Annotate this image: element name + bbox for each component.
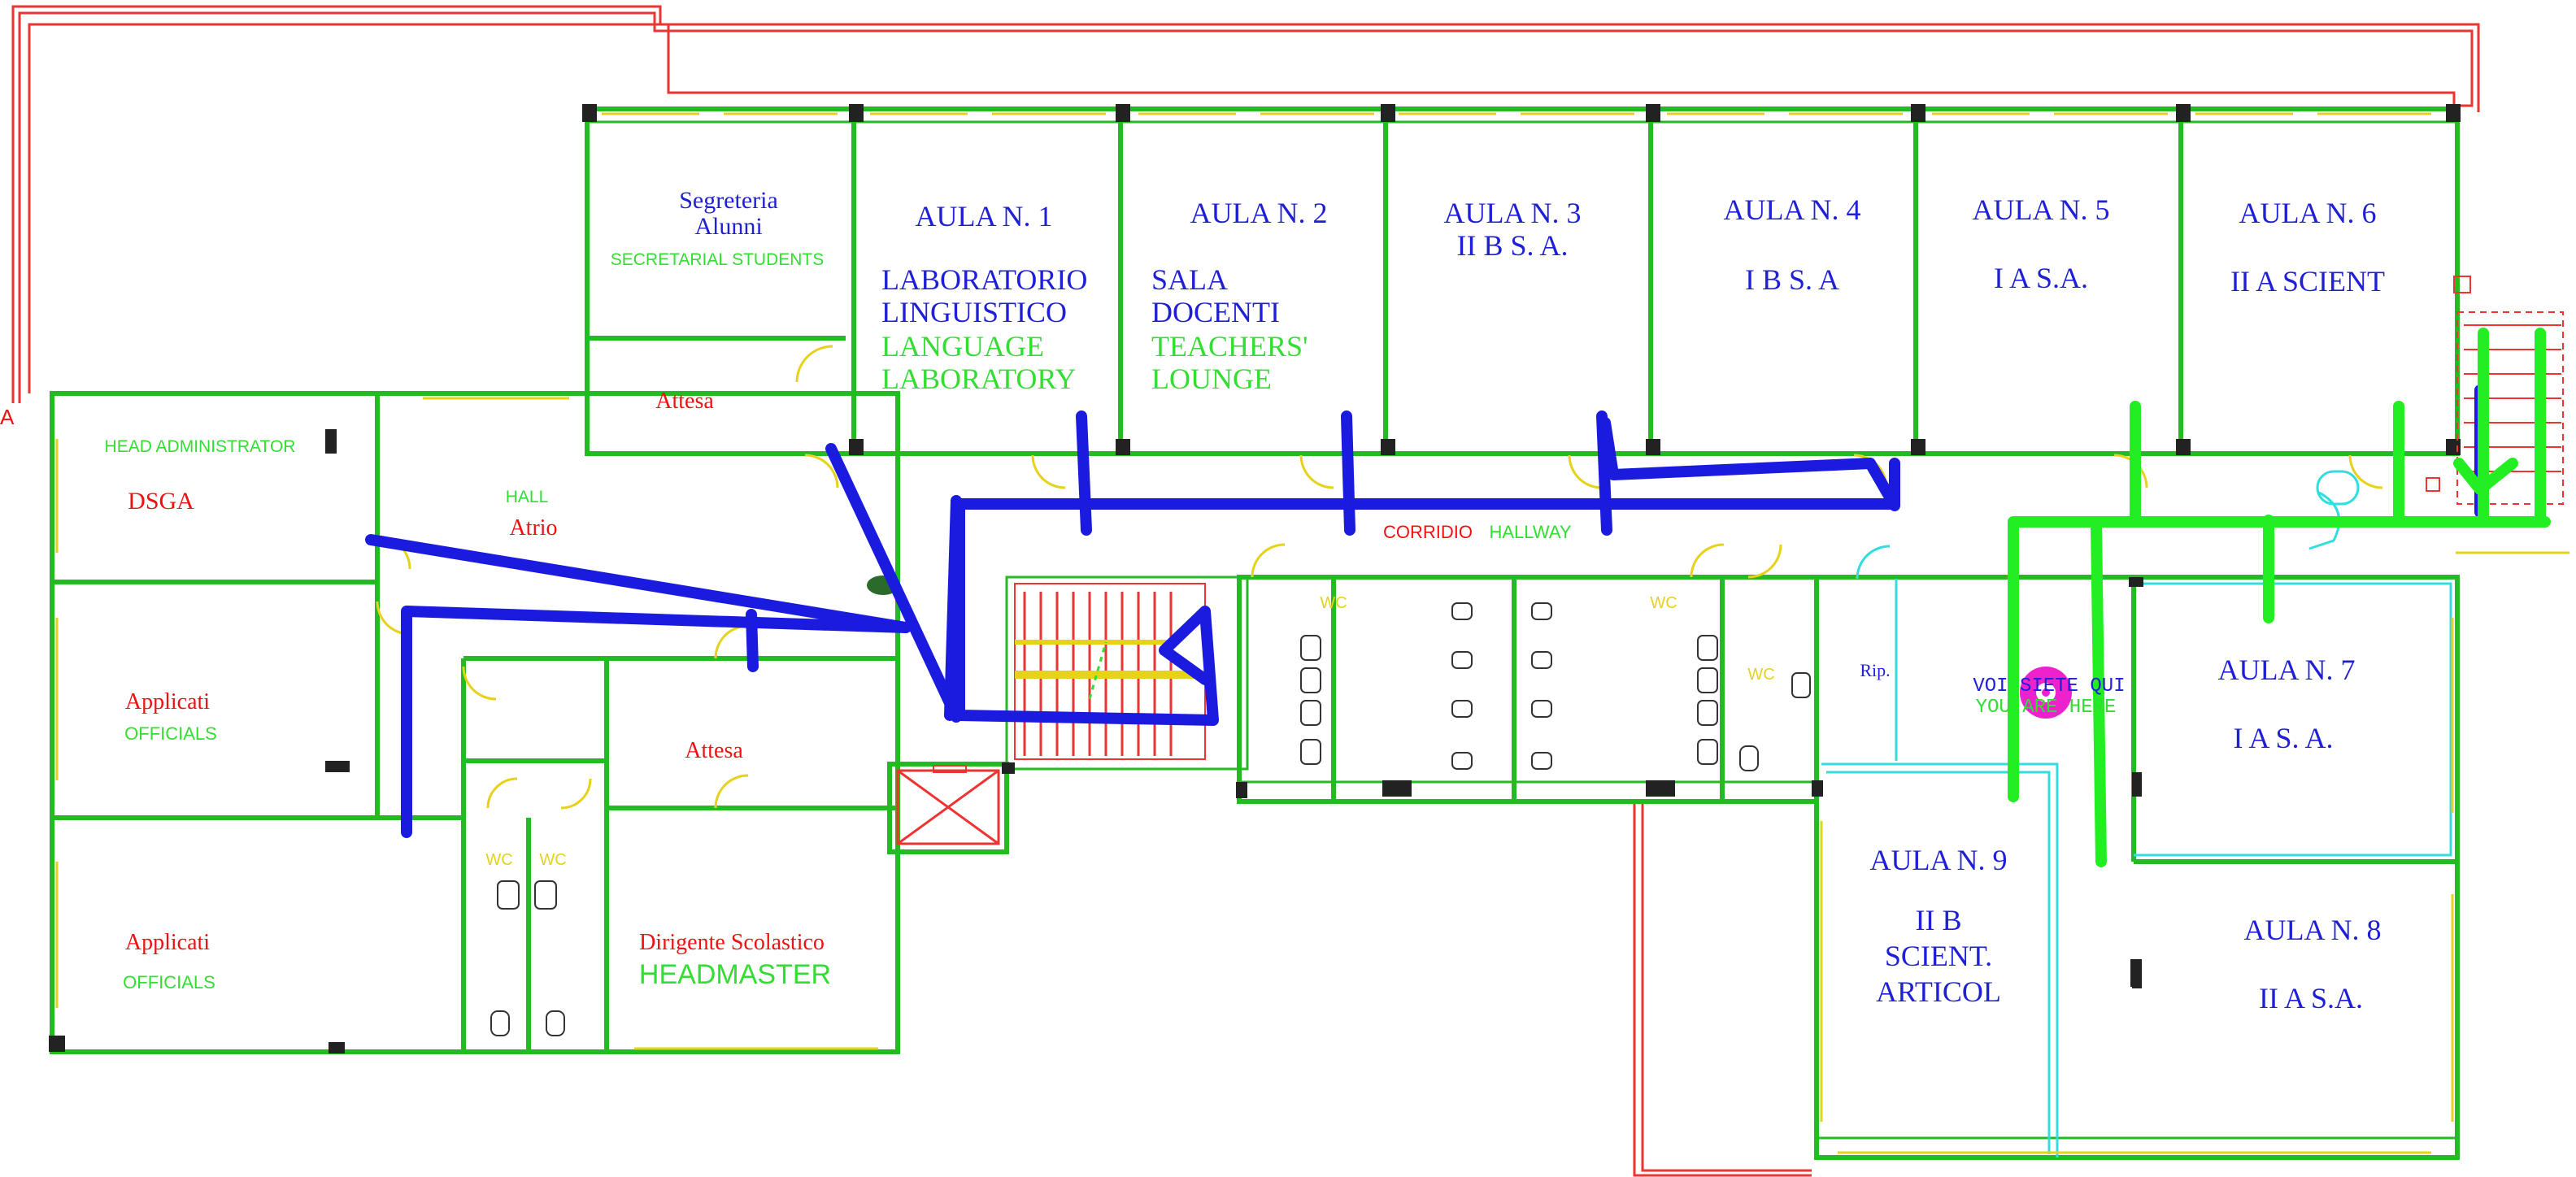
aula9-title: AULA N. 9 bbox=[1870, 844, 2008, 876]
attesa-mid-label: Attesa bbox=[685, 738, 743, 763]
corridor-en-label: HALLWAY bbox=[1489, 522, 1571, 542]
aula7-title: AULA N. 7 bbox=[2218, 654, 2356, 686]
site-outline bbox=[18, 11, 2474, 403]
hall-it-label: Atrio bbox=[509, 515, 557, 541]
wall-unit bbox=[2130, 959, 2142, 987]
aula2-title: AULA N. 2 bbox=[1190, 197, 1328, 229]
dsga-label: DSGA bbox=[128, 488, 194, 515]
you-are-here-en: YOU ARE HERE bbox=[1976, 697, 2117, 719]
officials-2-label: OFFICIALS bbox=[123, 972, 215, 992]
pillars bbox=[49, 104, 2461, 1053]
aula3-title: AULA N. 3 bbox=[1444, 197, 1582, 229]
hall-en-label: HALL bbox=[506, 488, 549, 506]
applicati-2-label: Applicati bbox=[125, 930, 210, 955]
room-labels: Segreteria Alunni SECRETARIAL STUDENTS A… bbox=[0, 187, 2385, 1014]
elevator bbox=[896, 765, 1000, 845]
aula8-class: II A S.A. bbox=[2259, 982, 2363, 1014]
aula5-title: AULA N. 5 bbox=[1973, 193, 2110, 226]
aula2-line-2: DOCENTI bbox=[1151, 296, 1280, 328]
aula5-class: I A S.A. bbox=[1994, 262, 2088, 294]
aula4-class: I B S. A bbox=[1745, 263, 1839, 296]
annex-outline bbox=[1633, 803, 1812, 1177]
aula2-line-1: SALA bbox=[1151, 263, 1228, 296]
aula1-line-4: LABORATORY bbox=[881, 363, 1076, 395]
you-are-here-it: VOI SIETE QUI bbox=[1973, 675, 2125, 697]
dirigente-label: Dirigente Scolastico bbox=[639, 930, 825, 955]
aula2-line-4: LOUNGE bbox=[1151, 363, 1272, 395]
annex-outline-inner bbox=[1641, 803, 1812, 1172]
aula1-line-2: LINGUISTICO bbox=[881, 296, 1067, 328]
staircase bbox=[1014, 583, 1212, 760]
windows bbox=[55, 112, 2454, 1154]
aula1-line-1: LABORATORIO bbox=[881, 263, 1087, 296]
site-outline-inner bbox=[11, 5, 2480, 403]
rip-label: Rip. bbox=[1860, 660, 1890, 680]
wall-unit bbox=[325, 431, 337, 452]
segreteria-label-2: Alunni bbox=[694, 213, 762, 240]
aula7-class: I A S. A. bbox=[2233, 722, 2333, 754]
headmaster-label: HEADMASTER bbox=[639, 959, 831, 990]
applicati-1-label: Applicati bbox=[125, 689, 210, 714]
cyan-partitions bbox=[1821, 470, 2452, 1157]
aula3-class: II B S. A. bbox=[1456, 229, 1568, 262]
wc-label: WC bbox=[539, 851, 566, 869]
aula4-title: AULA N. 4 bbox=[1724, 193, 1861, 226]
aula9-line-2: SCIENT. bbox=[1885, 940, 1992, 972]
aula9-line-1: II B bbox=[1916, 904, 1962, 936]
head-admin-label: HEAD ADMINISTRATOR bbox=[105, 437, 296, 456]
escape-route-blue bbox=[365, 384, 2486, 838]
wc-label: WC bbox=[1650, 594, 1677, 612]
segreteria-en-label: SECRETARIAL STUDENTS bbox=[611, 250, 825, 269]
aula6-title: AULA N. 6 bbox=[2239, 197, 2377, 229]
aula1-title: AULA N. 1 bbox=[916, 200, 1053, 232]
edge-letter: A bbox=[0, 405, 15, 429]
corridor-it-label: CORRIDIO bbox=[1383, 522, 1473, 542]
building-walls bbox=[50, 106, 2460, 1160]
attesa-top-label: Attesa bbox=[655, 389, 714, 414]
rear-stairs bbox=[2426, 276, 2569, 554]
aula8-title: AULA N. 8 bbox=[2244, 914, 2382, 946]
wc-label: WC bbox=[1747, 666, 1774, 684]
you-are-here-marker bbox=[2020, 667, 2072, 719]
aula1-line-3: LANGUAGE bbox=[881, 330, 1044, 363]
aula9-line-3: ARTICOL bbox=[1876, 975, 2001, 1008]
wc-label: WC bbox=[1320, 594, 1347, 612]
aula2-line-3: TEACHERS' bbox=[1151, 330, 1308, 363]
wc-label: WC bbox=[485, 851, 512, 869]
aula6-class: II A SCIENT bbox=[2230, 265, 2385, 298]
escape-route-green bbox=[2008, 328, 2551, 867]
segreteria-label: Segreteria bbox=[679, 187, 778, 214]
officials-1-label: OFFICIALS bbox=[124, 723, 217, 744]
toilet-fixtures bbox=[490, 602, 1811, 1036]
